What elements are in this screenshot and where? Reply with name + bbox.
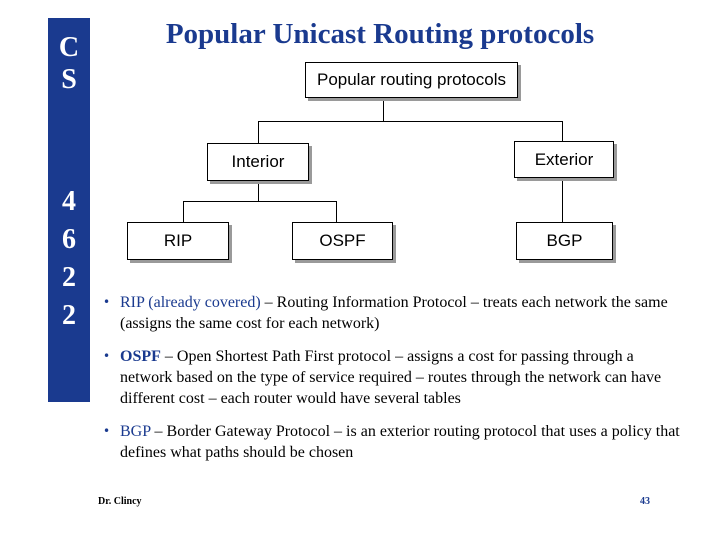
bullet-term: BGP xyxy=(120,423,151,440)
bullet-bgp: • BGP – Border Gateway Protocol – is an e… xyxy=(100,421,690,463)
course-sidebar: C S 4 6 2 2 xyxy=(48,18,90,402)
bullet-term: RIP (already covered) xyxy=(120,294,261,311)
connector-line xyxy=(336,201,337,222)
bullet-list: • RIP (already covered) – Routing Informa… xyxy=(100,292,690,475)
footer-page-number: 43 xyxy=(640,496,650,507)
sidebar-letter: S xyxy=(61,64,77,95)
node-interior: Interior xyxy=(207,143,309,181)
connector-line xyxy=(562,121,563,141)
bullet-ospf: • OSPF – Open Shortest Path First protoco… xyxy=(100,346,690,409)
sidebar-letter: 4 xyxy=(62,186,76,217)
bullet-dot-icon: • xyxy=(103,349,111,363)
sidebar-letter: 2 xyxy=(62,300,76,331)
bullet-term: OSPF xyxy=(120,348,161,365)
node-bgp: BGP xyxy=(516,222,613,260)
bullet-dot-icon: • xyxy=(103,295,111,309)
connector-line xyxy=(183,201,184,222)
connector-line xyxy=(258,121,562,122)
node-rip: RIP xyxy=(127,222,229,260)
connector-line xyxy=(183,201,336,202)
sidebar-letter: 6 xyxy=(62,224,76,255)
connector-line xyxy=(383,98,384,122)
bullet-dot-icon: • xyxy=(103,424,111,438)
node-popular-routing-protocols: Popular routing protocols xyxy=(305,62,518,98)
connector-line xyxy=(258,181,259,202)
node-ospf: OSPF xyxy=(292,222,393,260)
footer-author: Dr. Clincy xyxy=(98,496,142,507)
routing-protocols-diagram: Popular routing protocols Interior Exter… xyxy=(125,60,618,266)
bullet-text: – Open Shortest Path First protocol – as… xyxy=(120,348,662,407)
sidebar-letter: 2 xyxy=(62,262,76,293)
connector-line xyxy=(258,121,259,143)
sidebar-letter: C xyxy=(58,32,80,63)
bullet-text: – Routing Information Protocol – treats … xyxy=(120,294,668,332)
connector-line xyxy=(562,178,563,222)
slide-title: Popular Unicast Routing protocols xyxy=(165,18,595,50)
node-exterior: Exterior xyxy=(514,141,614,178)
bullet-text: – Border Gateway Protocol – is an exteri… xyxy=(120,423,680,461)
bullet-rip: • RIP (already covered) – Routing Informa… xyxy=(100,292,690,334)
